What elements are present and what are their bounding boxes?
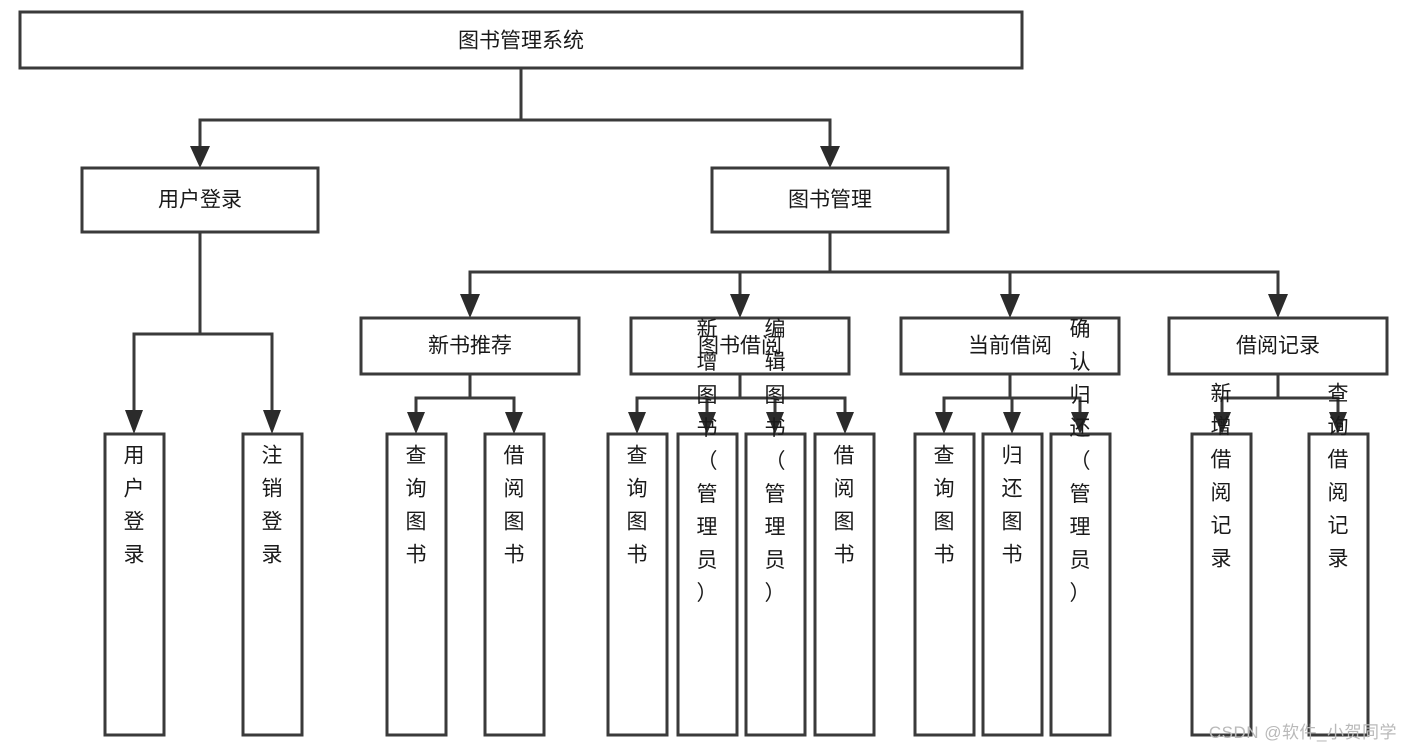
- arrow-head-br-add-record: [1213, 412, 1231, 434]
- leaf-cb-query-book-box[interactable]: [913, 432, 976, 737]
- node-user-login-label: 用户登录: [158, 189, 242, 212]
- leaf-nb-borrow-book-label: 借阅图书: [504, 445, 525, 567]
- node-current-borrow-box[interactable]: [899, 316, 1121, 376]
- node-borrow-record[interactable]: 借阅记录: [1167, 316, 1389, 376]
- leaf-br-add-record-label: 新增借阅记录: [1211, 383, 1232, 571]
- node-book-borrow[interactable]: 图书借阅: [629, 316, 851, 376]
- arrow-head-leaf-user-login: [125, 410, 143, 434]
- node-book-management[interactable]: 图书管理: [710, 166, 950, 234]
- leaf-bb-query-book-box[interactable]: [606, 432, 669, 737]
- leaf-node-nb-borrow-book[interactable]: 借阅图书: [483, 432, 546, 737]
- arrow-head-new-book: [460, 294, 480, 318]
- leaf-node-bb-query-book[interactable]: 查询图书: [606, 432, 669, 737]
- leaf-bb-query-book-label: 查询图书: [627, 445, 648, 567]
- leaf-cb-return-book-label: 归还图书: [1002, 445, 1023, 567]
- leaf-cb-confirm-return-box[interactable]: [1049, 432, 1112, 737]
- arrow-head-bb-query-book: [628, 412, 646, 434]
- leaf-bb-borrow-book-label: 借阅图书: [834, 445, 855, 567]
- leaf-node-br-add-record[interactable]: 新增借阅记录: [1190, 383, 1253, 737]
- watermark: CSDN @软件_小贺同学: [1208, 723, 1397, 742]
- node-book-borrow-label: 图书借阅: [698, 335, 782, 358]
- node-borrow-record-box[interactable]: [1167, 316, 1389, 376]
- node-user-login[interactable]: 用户登录: [80, 166, 320, 234]
- arrow-head-bb-borrow-book: [836, 412, 854, 434]
- leaf-user-login-label: 用户登录: [124, 445, 145, 567]
- leaf-bb-borrow-book-box[interactable]: [813, 432, 876, 737]
- leaf-cb-confirm-return-label: 确认归还（管理员）: [1070, 318, 1091, 605]
- leaf-node-bb-edit-book[interactable]: 编辑图书（管理员）: [744, 318, 807, 737]
- leaf-br-add-record-box[interactable]: [1190, 432, 1253, 737]
- leaf-br-query-record-box[interactable]: [1307, 432, 1370, 737]
- leaf-nb-query-book-box[interactable]: [385, 432, 448, 737]
- leaf-nb-borrow-book-box[interactable]: [483, 432, 546, 737]
- leaf-logout-box[interactable]: [241, 432, 304, 737]
- leaf-cb-return-book-box[interactable]: [981, 432, 1044, 737]
- node-new-book-recommend-label: 新书推荐: [428, 335, 512, 358]
- node-root-book-management-system[interactable]: 图书管理系统: [18, 10, 1024, 70]
- leaf-user-login-box[interactable]: [103, 432, 166, 737]
- connector-group-user-login-children: [125, 230, 281, 434]
- arrow-head-nb-query-book: [407, 412, 425, 434]
- leaf-bb-add-book-box[interactable]: [676, 432, 739, 737]
- leaf-node-logout[interactable]: 注销登录: [241, 432, 304, 737]
- node-book-management-box[interactable]: [710, 166, 950, 234]
- arrow-head-borrow-record: [1268, 294, 1288, 318]
- arrow-head-bb-edit-book: [766, 412, 784, 434]
- arrow-head-nb-borrow-book: [505, 412, 523, 434]
- connector-group-current-borrow-children: [935, 372, 1089, 434]
- leaf-cb-query-book-label: 查询图书: [934, 445, 955, 567]
- node-root-label: 图书管理系统: [458, 30, 584, 53]
- leaf-node-bb-add-book[interactable]: 新增图书（管理员）: [676, 318, 739, 737]
- node-borrow-record-label: 借阅记录: [1236, 335, 1320, 358]
- leaf-node-cb-query-book[interactable]: 查询图书: [913, 432, 976, 737]
- node-book-borrow-box[interactable]: [629, 316, 851, 376]
- leaf-node-user-login[interactable]: 用户登录: [103, 432, 166, 737]
- arrow-head-cb-confirm-return: [1071, 412, 1089, 434]
- connector-group-borrow-record-children: [1213, 372, 1347, 434]
- arrow-head-user-login: [190, 146, 210, 168]
- arrow-head-book-mgmt: [820, 146, 840, 168]
- arrow-head-leaf-logout: [263, 410, 281, 434]
- arrow-head-cb-query-book: [935, 412, 953, 434]
- connector-group-book-mgmt-children: [460, 230, 1288, 318]
- leaf-logout-label: 注销登录: [262, 445, 283, 567]
- node-new-book-recommend-box[interactable]: [359, 316, 581, 376]
- leaf-bb-add-book-label: 新增图书（管理员）: [697, 318, 718, 605]
- arrow-head-cb-return-book: [1003, 412, 1021, 434]
- node-current-borrow[interactable]: 当前借阅: [899, 316, 1121, 376]
- node-root-box[interactable]: [18, 10, 1024, 70]
- connector-group-book-borrow-children: [628, 372, 854, 434]
- leaf-bb-edit-book-label: 编辑图书（管理员）: [765, 318, 786, 605]
- node-new-book-recommend[interactable]: 新书推荐: [359, 316, 581, 376]
- leaf-node-nb-query-book[interactable]: 查询图书: [385, 432, 448, 737]
- leaf-node-br-query-record[interactable]: 查询借阅记录: [1307, 383, 1370, 737]
- arrow-head-current-borrow: [1000, 294, 1020, 318]
- node-current-borrow-label: 当前借阅: [968, 335, 1052, 358]
- arrow-head-br-query-record: [1329, 412, 1347, 434]
- leaf-bb-edit-book-box[interactable]: [744, 432, 807, 737]
- arrow-head-bb-add-book: [698, 412, 716, 434]
- node-user-login-box[interactable]: [80, 166, 320, 234]
- leaf-node-cb-confirm-return[interactable]: 确认归还（管理员）: [1049, 318, 1112, 737]
- node-book-management-label: 图书管理: [788, 189, 872, 212]
- arrow-head-book-borrow: [730, 294, 750, 318]
- leaf-nb-query-book-label: 查询图书: [406, 445, 427, 567]
- connector-group-root-to-level2: [190, 66, 840, 168]
- connector-group-new-book-children: [407, 372, 523, 434]
- leaf-node-cb-return-book[interactable]: 归还图书: [981, 432, 1044, 737]
- leaf-node-bb-borrow-book[interactable]: 借阅图书: [813, 432, 876, 737]
- leaf-br-query-record-label: 查询借阅记录: [1328, 383, 1349, 571]
